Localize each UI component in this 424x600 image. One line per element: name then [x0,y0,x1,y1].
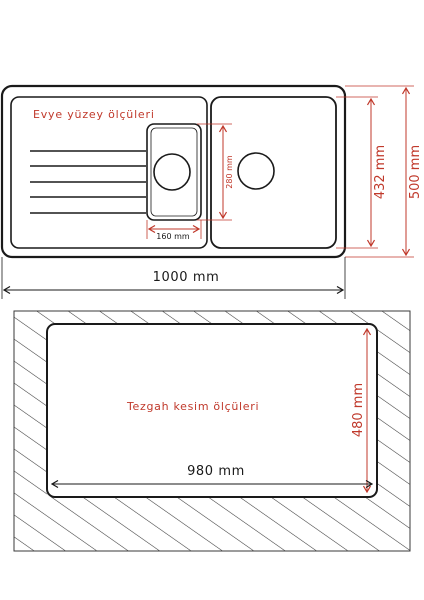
sink-title: Evye yüzey ölçüleri [33,108,155,121]
large-bowl [210,96,337,249]
drainer-area [10,96,208,249]
sink-top-view: 280 mm 160 mm Evye yüzey ölçüleri 432 mm… [0,84,423,299]
small-bowl-height-label: 280 mm [225,155,234,189]
cutout-width-label: 980 mm [187,464,245,479]
countertop-cutout-view: Tezgah kesim ölçüleri 480 mm 980 mm [13,310,411,552]
sink-width-label: 1000 mm [153,270,220,285]
sink-outer-rim [0,84,347,259]
bowl-depth-label: 432 mm [373,145,388,199]
cutout-opening [46,323,378,498]
countertop-outer-edge [13,310,411,552]
small-bowl-drain [153,153,191,191]
countertop-hatch [14,311,410,551]
large-bowl-drain [237,152,275,190]
small-bowl [146,123,202,221]
drainer-grooves [30,150,146,214]
small-bowl-inner [150,127,198,217]
cutout-depth-label: 480 mm [351,383,366,437]
sink-depth-label: 500 mm [408,145,423,199]
countertop-title: Tezgah kesim ölçüleri [126,400,259,413]
small-bowl-width-label: 160 mm [156,232,190,241]
